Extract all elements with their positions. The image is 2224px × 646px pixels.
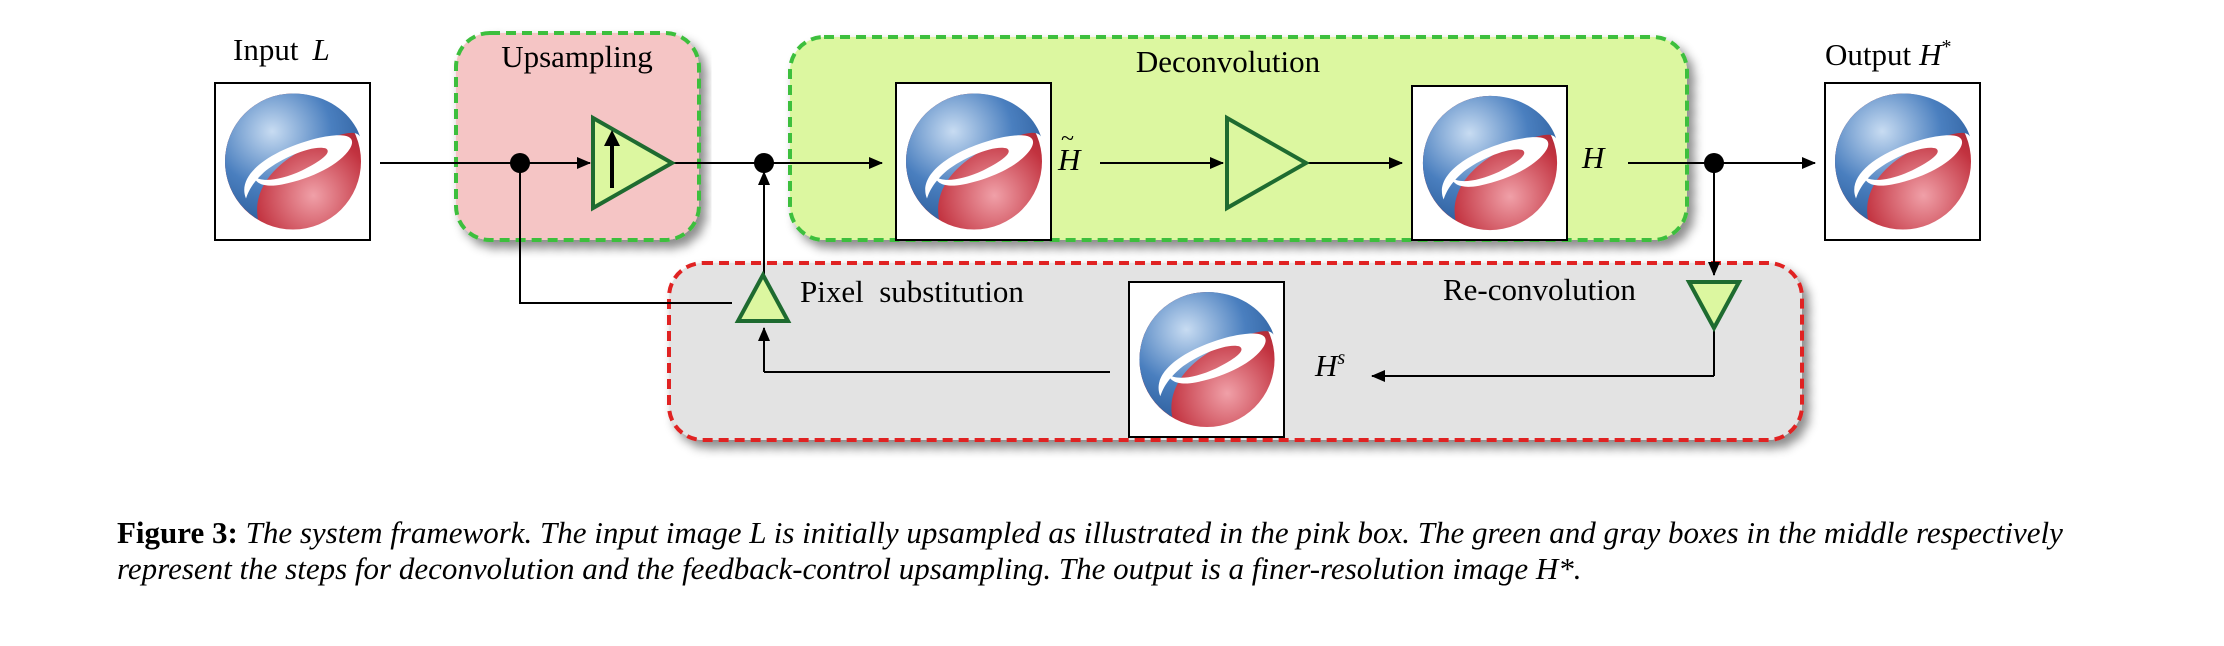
hs-label: Hs	[1314, 347, 1345, 383]
pixel-substitution-label: Pixel substitution	[800, 274, 1024, 309]
caption-text: The system framework. The input image L …	[117, 515, 2063, 586]
upsampling-label: Upsampling	[501, 39, 653, 74]
deconvolution-label: Deconvolution	[1136, 44, 1321, 79]
junction-dot	[754, 153, 774, 173]
junction-dot	[1704, 153, 1724, 173]
hs-image	[1128, 281, 1285, 438]
junction-dot	[510, 153, 530, 173]
reconvolution-label: Re-convolution	[1443, 272, 1636, 307]
upsampling-operator	[591, 114, 677, 212]
pixel-substitution-operator	[734, 270, 792, 323]
figure-caption: Figure 3: The system framework. The inpu…	[117, 515, 2117, 587]
h-image	[1411, 85, 1568, 241]
deconvolution-operator	[1225, 114, 1311, 212]
upsampling-panel	[454, 31, 701, 242]
h-tilde-label: H	[1057, 142, 1082, 177]
h-label: H	[1581, 140, 1606, 175]
reconvolution-operator	[1685, 280, 1743, 333]
input-image	[214, 82, 371, 241]
output-image	[1824, 82, 1981, 241]
caption-label: Figure 3:	[117, 515, 238, 550]
h-tilde-image	[895, 82, 1052, 241]
tilde-mark: ~	[1061, 126, 1074, 152]
